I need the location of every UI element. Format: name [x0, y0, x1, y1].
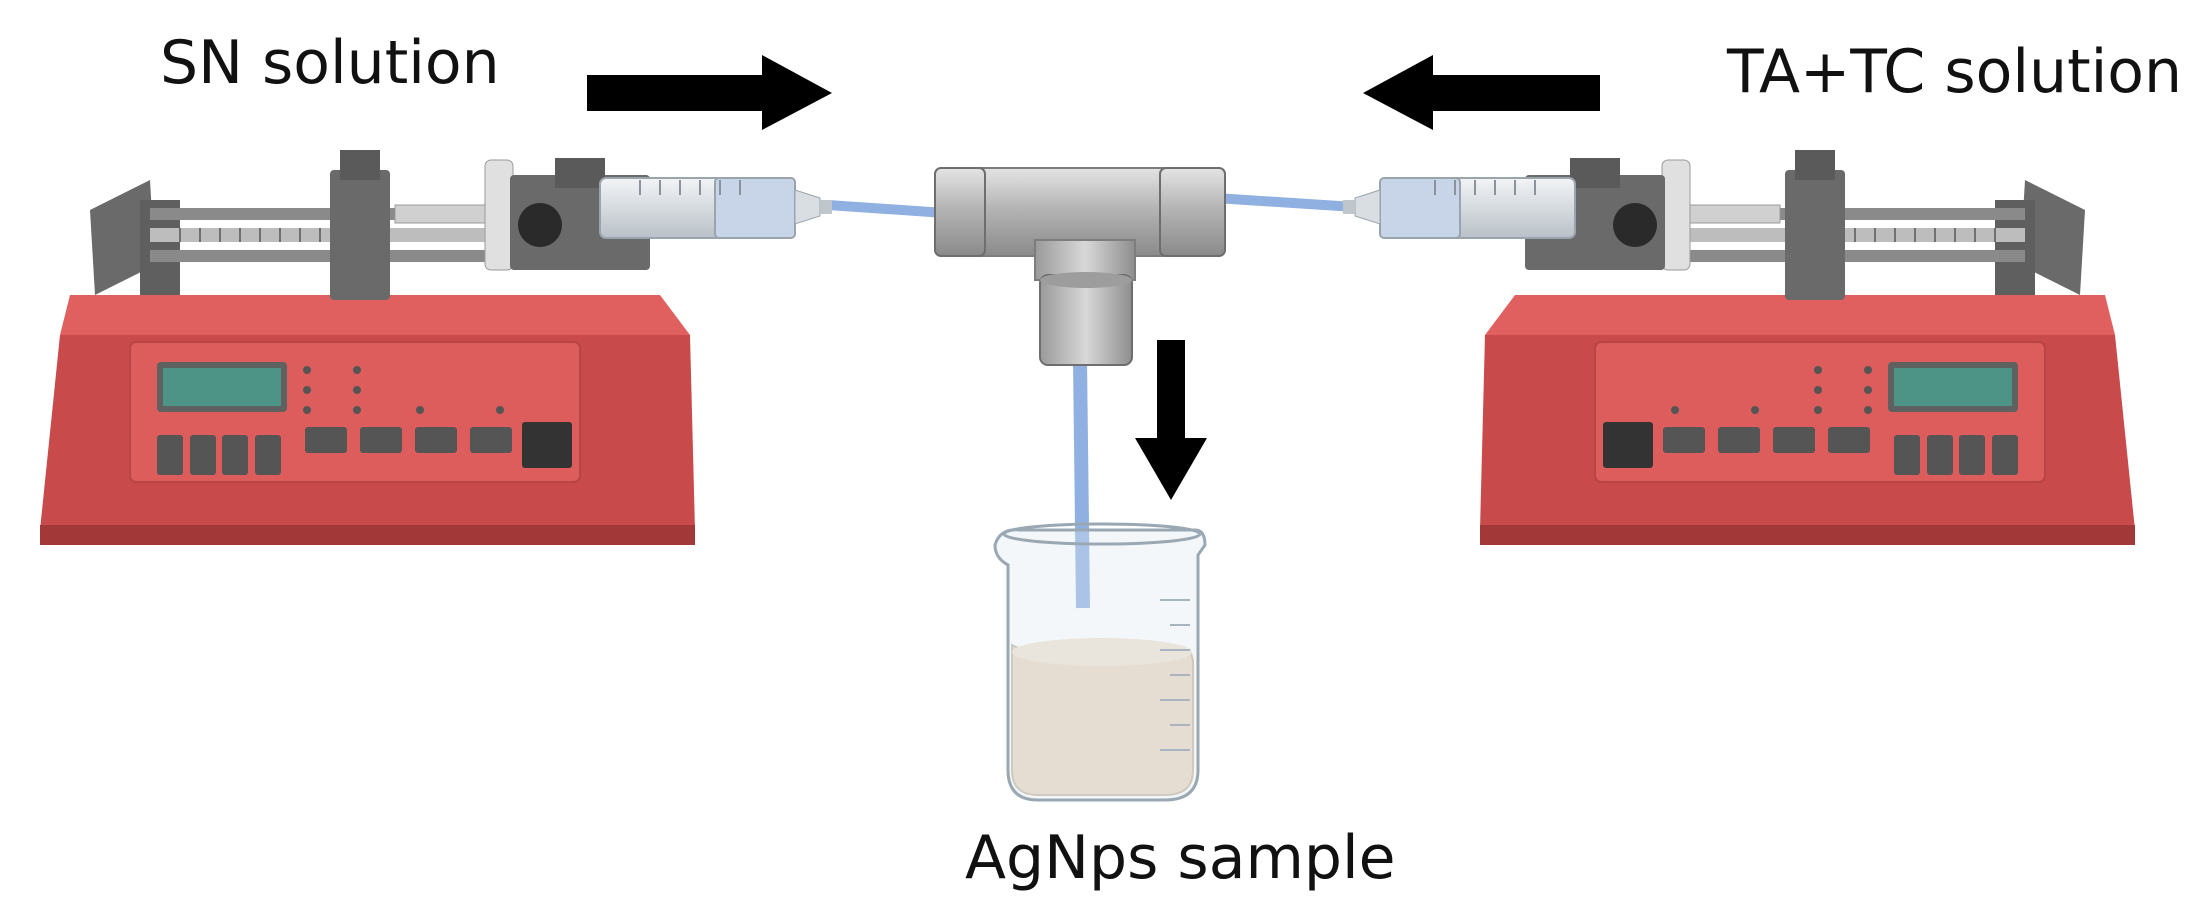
flow-arrow-down-icon [1135, 340, 1207, 500]
syringe-pump-left [40, 150, 832, 545]
flow-arrow-right-icon [587, 55, 832, 130]
sn-solution-label: SN solution [160, 28, 500, 98]
flow-arrow-left-icon [1363, 55, 1600, 130]
t-connector [934, 167, 1226, 366]
beaker [993, 522, 1207, 802]
ta-tc-solution-label: TA+TC solution [1726, 37, 2182, 107]
agnps-sample-label: AgNps sample [965, 823, 1396, 893]
syringe-pump-right [1343, 150, 2135, 545]
